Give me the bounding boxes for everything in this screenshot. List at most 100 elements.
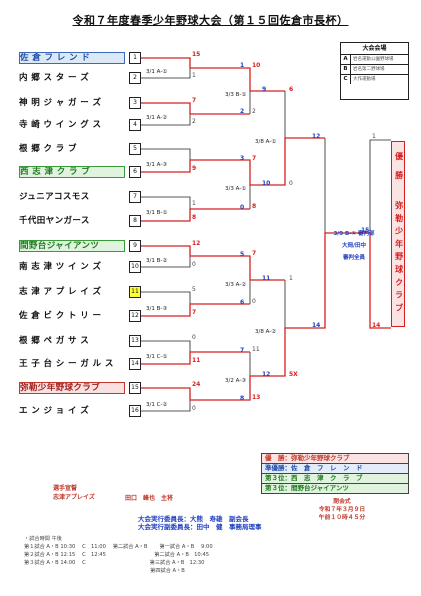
team-number: 10	[129, 261, 141, 273]
game-label: 3/1 A-①	[146, 69, 168, 75]
score: 15	[361, 227, 370, 234]
score: 7	[252, 155, 257, 162]
bracket-r1-5-6	[141, 148, 191, 173]
schedule-line: 第３試合 A・B 14:00 C 第三試合 A・B 12:30	[24, 560, 205, 566]
closing-ceremony: 閉会式 令和７年３月９日 午前１０時４５分	[307, 498, 377, 522]
game-label: 3/3 A-②	[225, 282, 247, 288]
result-row: 優 勝：弥勒少年野球クラブ	[262, 454, 408, 464]
score: 12	[312, 133, 321, 140]
result-row: 第３位：西 志 津 ク ラ ブ	[262, 474, 408, 484]
team-name: 南 志 津 ツ イ ン ズ	[19, 262, 102, 272]
score: 1	[192, 200, 196, 207]
bracket-r1-7-8	[141, 196, 191, 222]
team-number: 11	[129, 286, 141, 298]
schedule-line: 第１試合 A・B 10:30 C 11:00 第二試合 A・B 第一試合 A・B…	[24, 544, 213, 550]
game-label: 3/2 A-③	[225, 378, 247, 384]
score: 1	[372, 133, 376, 140]
venue-key: A	[341, 55, 351, 64]
score: 24	[192, 381, 201, 388]
schedule: ・試合時間 午後 第１試合 A・B 10:30 C 11:00 第二試合 A・B…	[24, 535, 213, 575]
officials: 大会実行委員長：大熊 寿雄 副会長 大会実行副委員長：田中 健 事務局理事	[138, 515, 262, 531]
score: 15	[192, 51, 201, 58]
oath-section: 選手宣誓 志津アプレイズ	[53, 484, 95, 502]
score: 11	[192, 357, 201, 364]
oath-team: 志津アプレイズ	[53, 494, 95, 501]
game-label: 3/1 A-③	[146, 162, 168, 168]
game-label: 3/1 C-②	[146, 402, 168, 408]
winner-path	[141, 57, 391, 401]
game-label: 3/1 C-①	[146, 354, 168, 360]
closing-time: 午前１０時４５分	[318, 515, 366, 521]
team-number: 3	[129, 97, 141, 109]
team-name: 根 郷 ペ ガ サ ス	[19, 336, 90, 346]
score: 14	[372, 322, 381, 329]
score: 10	[262, 180, 271, 187]
team-number: 13	[129, 335, 141, 347]
score: 2	[240, 108, 245, 115]
closing-title: 閉会式	[333, 499, 351, 505]
team-number: 14	[129, 358, 141, 370]
oath-label: 選手宣誓	[53, 485, 78, 492]
score: 0	[192, 261, 196, 268]
official-line: 大会実行委員長：大熊 寿雄 副会長	[138, 515, 249, 523]
game-label: 3/8 A-①	[255, 139, 277, 145]
score: 0	[192, 405, 196, 412]
game-label: 3/3 B-①	[225, 92, 247, 98]
schedule-line: 第２試合 A・B 12:15 C 12:45 第二試合 A・B 10:45	[24, 552, 210, 558]
team-name: 神 明 ジ ャ ガ ー ズ	[19, 98, 102, 108]
game-label: 3/8 A-②	[255, 329, 277, 335]
score: 12	[262, 371, 271, 378]
team-name: 佐 倉 ビ ク ト リ ー	[19, 311, 102, 321]
game-label: 3/1 A-②	[146, 115, 168, 121]
venue-legend-header: 大会会場	[341, 43, 408, 55]
team-name: 王 子 台 シ ー ガ ル ス	[19, 359, 114, 369]
score: 11	[262, 275, 271, 282]
team-number: 12	[129, 310, 141, 322]
team-number: 7	[129, 191, 141, 203]
game-label: 3/1 B-②	[146, 258, 168, 264]
score: 5	[192, 286, 196, 293]
results-table: 優 勝：弥勒少年野球クラブ 準優勝：佐 倉 フ レ ン ド 第３位：西 志 津 …	[261, 453, 409, 494]
score: 12	[192, 240, 201, 247]
score: 5	[240, 251, 245, 258]
page-title: 令和７年度春季少年野球大会（第１５回佐倉市長杯）	[72, 14, 349, 27]
score: 11	[252, 346, 260, 353]
team-name: 千代田ヤンガース	[19, 216, 90, 226]
champion-label: 優 勝	[394, 151, 405, 183]
score: 8	[252, 203, 257, 210]
bracket-r1-3-4	[141, 102, 191, 126]
team-number: 6	[129, 166, 141, 178]
score: 9	[192, 165, 197, 172]
venue-name: 大作運動場	[353, 77, 376, 82]
team-name: 弥勒少年野球クラブ	[19, 382, 125, 394]
venue-key: B	[341, 65, 351, 74]
score: 7	[240, 347, 245, 354]
final-umpires: 大岡/田中	[341, 243, 366, 249]
official-line: 大会実行副委員長：田中 健 事務局理事	[138, 523, 262, 531]
game-label: 3/1 B-①	[146, 210, 168, 216]
score: 1	[289, 275, 293, 282]
result-row: 第３位：間野台ジャイアンツ	[262, 484, 408, 493]
score: 8	[240, 395, 245, 402]
score: 8	[192, 214, 197, 221]
score: 5X	[289, 371, 298, 378]
bracket-r1-11-12	[141, 291, 191, 317]
team-number: 9	[129, 240, 141, 252]
champion-box: 優 勝 弥 勒 少 年 野 球 ク ラ ブ	[391, 141, 405, 327]
team-name: 西 志 津 ク ラ ブ	[19, 166, 125, 178]
final-game-info: 3/9 B-① 審判部 大岡/田中 審判全員	[316, 228, 392, 264]
bracket-r1-13-14	[141, 340, 191, 365]
score: 14	[312, 322, 321, 329]
team-name: 内 郷 ス タ ー ズ	[19, 73, 90, 83]
venue-name: 岩名運動公園野球場	[353, 57, 394, 62]
game-label: 3/3 A-①	[225, 186, 247, 192]
oath-player: 田口 峰也 主将	[125, 495, 174, 502]
team-name: 志 津 ア プ レ イ ズ	[19, 287, 102, 297]
champion-name: 弥 勒 少 年 野 球 ク ラ ブ	[394, 201, 405, 313]
team-name: 根 郷 ク ラ ブ	[19, 144, 77, 154]
team-number: 16	[129, 405, 141, 417]
bracket-r1-1-2	[141, 57, 191, 79]
